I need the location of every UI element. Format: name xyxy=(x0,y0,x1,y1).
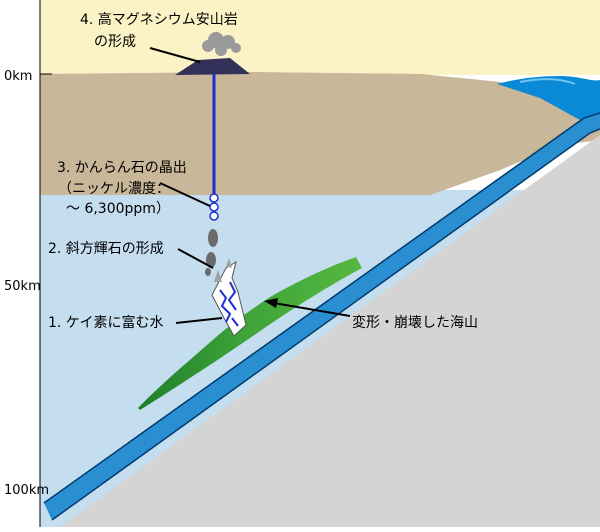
arrowhead-icon xyxy=(264,298,278,308)
ocean-water xyxy=(497,76,600,120)
label-seamount: 変形・崩壊した海山 xyxy=(352,314,478,331)
sky-layer xyxy=(40,0,600,75)
label-step1: 1. ケイ素に富む水 xyxy=(48,314,164,331)
oceanic-plate xyxy=(44,113,600,520)
label-step3-line1: 3. かんらん石の晶出 xyxy=(57,160,187,176)
label-step4-line1: 4. 高マグネシウム安山岩 xyxy=(80,11,238,28)
leader-step1 xyxy=(175,317,223,324)
depth-label-100km: 100km xyxy=(4,483,49,498)
volcano-icon xyxy=(175,58,250,75)
depth-label-0km: 0km xyxy=(4,69,32,84)
label-step3-line3: ～ 6,300ppm） xyxy=(66,201,170,217)
leader-step4 xyxy=(149,47,201,63)
silica-fluid-column xyxy=(211,258,247,337)
label-step4-line2: の形成 xyxy=(94,34,136,50)
label-step3-line2: （ニッケル濃度： xyxy=(58,181,170,197)
smoke-icon xyxy=(202,32,241,56)
leader-seamount xyxy=(267,301,351,317)
depth-label-50km: 50km xyxy=(4,279,41,294)
leader-step3 xyxy=(159,182,211,207)
olivine-crystals-icon xyxy=(209,193,219,221)
melt-blobs-icon xyxy=(205,229,218,276)
leader-step2 xyxy=(177,248,214,269)
label-step2: 2. 斜方輝石の形成 xyxy=(48,241,164,257)
subducting-slab xyxy=(60,135,600,527)
seamount-shape xyxy=(138,257,362,410)
